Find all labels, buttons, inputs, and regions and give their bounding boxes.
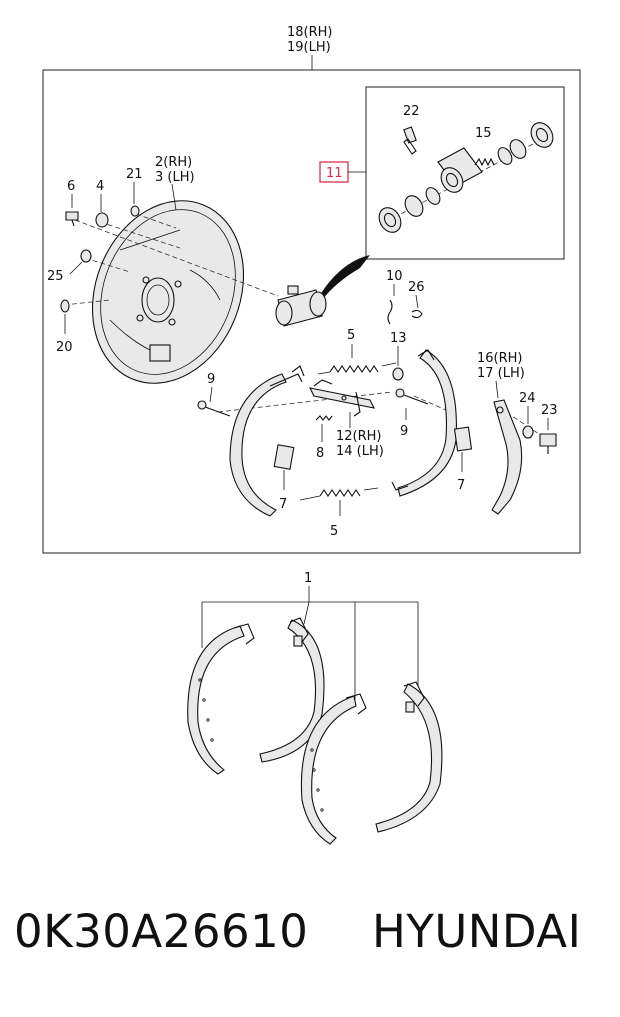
callout-24: 24 (519, 391, 536, 406)
wheel-cylinder (275, 285, 327, 327)
brake-shoe-kit-left-1 (187, 623, 255, 775)
assembly-frame (42, 69, 581, 554)
brake-shoe-right-upper (391, 349, 457, 497)
brake-shoe-kit-right-1 (259, 617, 325, 763)
callout-14-lh: 14 (LH) (336, 444, 384, 459)
brake-shoe-kit-left-2 (300, 693, 367, 845)
callout-15: 15 (475, 126, 492, 141)
callout-7-right: 7 (457, 478, 465, 493)
assembly-label-rh: 18(RH) (287, 25, 333, 40)
callout-16-rh: 16(RH) (477, 351, 523, 366)
assembly-label-lh: 19(LH) (287, 40, 331, 55)
wheel-cylinder-inset (365, 86, 565, 260)
callout-21: 21 (126, 167, 143, 182)
callout-2-rh: 2(RH) (155, 155, 192, 170)
brake-shoe-kit-right-2 (375, 681, 443, 833)
callout-5-bottom: 5 (330, 524, 338, 539)
brake-shoe-left-upper (229, 365, 305, 517)
part-number: 0K30A26610 (14, 905, 309, 958)
callout-5-top: 5 (347, 328, 355, 343)
callout-3-lh: 3 (LH) (155, 170, 195, 185)
callout-11-highlighted[interactable]: 11 (326, 166, 343, 181)
callout-26: 26 (408, 280, 425, 295)
callout-7-left: 7 (279, 497, 287, 512)
inset-pointer (318, 255, 370, 300)
callout-12-rh: 12(RH) (336, 429, 382, 444)
strut-bar (309, 379, 375, 417)
callout-22: 22 (403, 104, 420, 119)
callout-13: 13 (390, 331, 407, 346)
footer: 0K30A26610 HYUNDAI (0, 905, 620, 975)
callout-23: 23 (541, 403, 558, 418)
callout-17-lh: 17 (LH) (477, 366, 525, 381)
callout-20: 20 (56, 340, 73, 355)
brake-parts-diagram: 18(RH) 19(LH) 11 22 15 (42, 25, 581, 845)
brand-name: HYUNDAI (372, 905, 582, 958)
callout-9-right: 9 (400, 424, 408, 439)
callout-8: 8 (316, 446, 324, 461)
wheel-cylinder-exploded: 22 15 (378, 104, 554, 233)
callout-25: 25 (47, 269, 64, 284)
callout-4: 4 (96, 179, 104, 194)
callout-10: 10 (386, 269, 403, 284)
callout-6: 6 (67, 179, 75, 194)
backing-plate (91, 200, 245, 384)
callout-9-left: 9 (207, 372, 215, 387)
callout-1: 1 (304, 571, 312, 586)
